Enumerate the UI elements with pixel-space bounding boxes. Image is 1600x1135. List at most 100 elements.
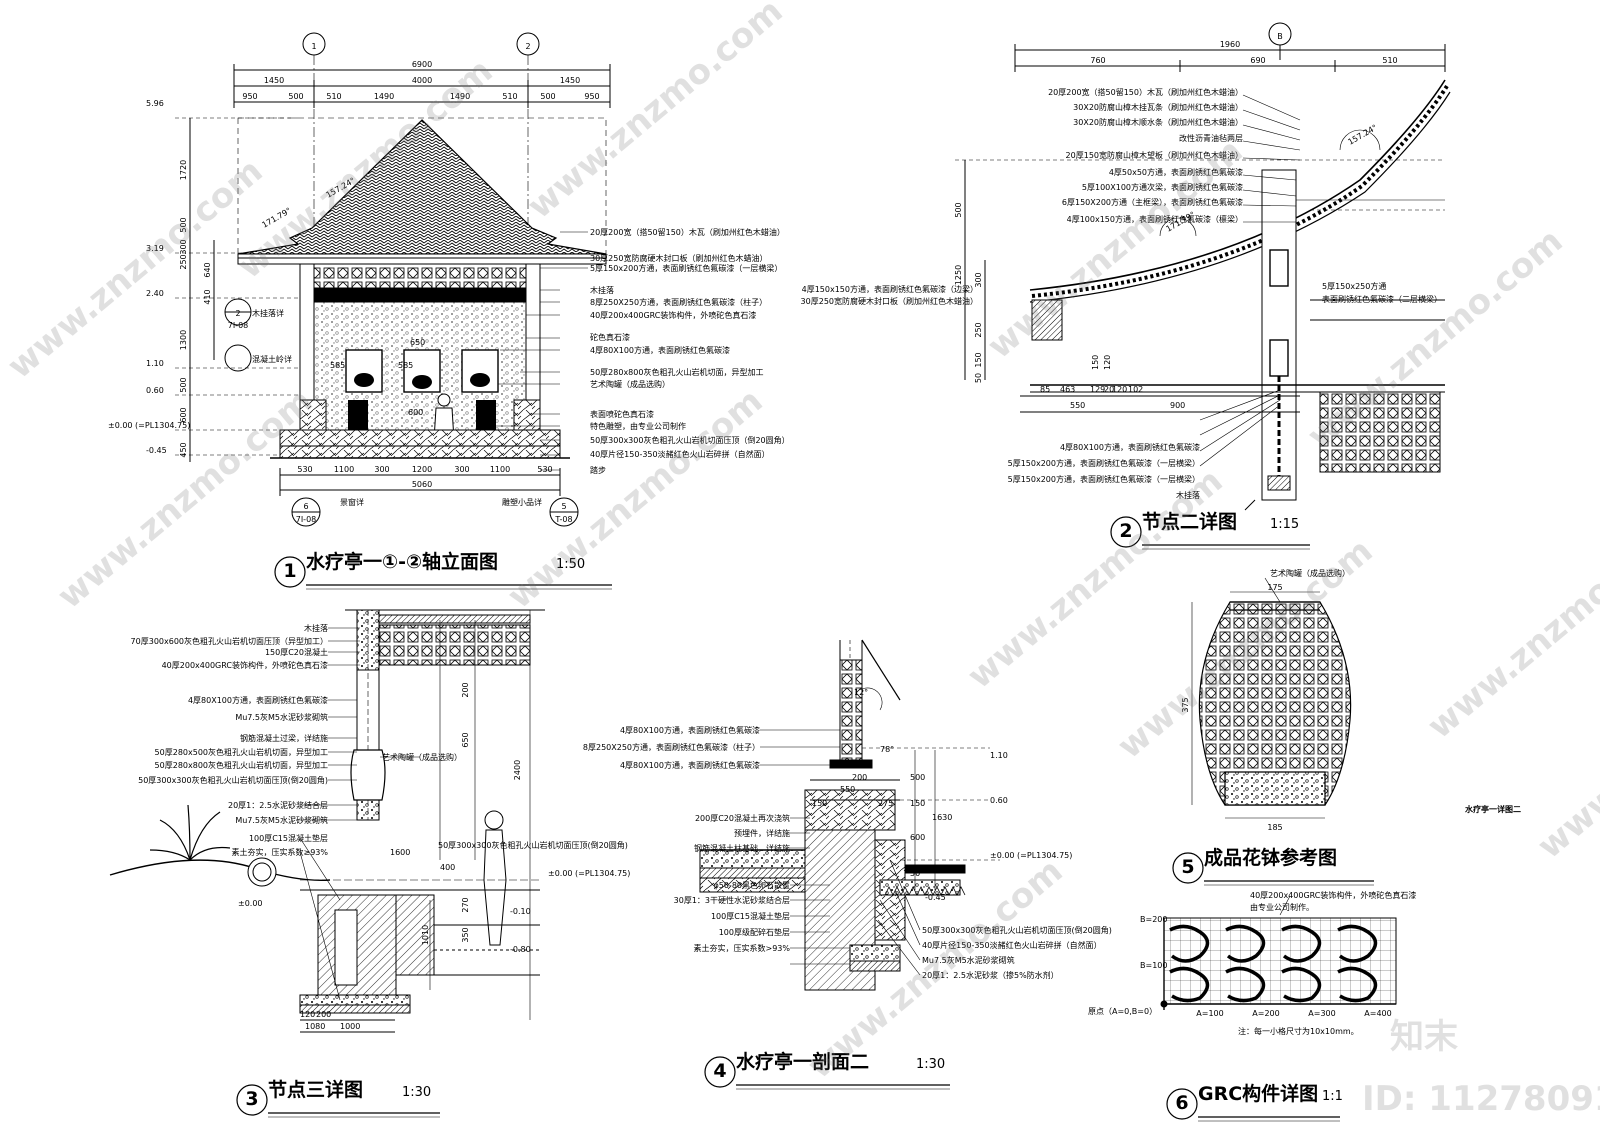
- level-marker: -0.45: [925, 893, 946, 902]
- grid-label: A=300: [1308, 1009, 1335, 1018]
- callout-label: 艺术陶罐（成品选购）: [382, 752, 462, 762]
- callout-label: 钢筋混凝土过梁，详结施: [240, 733, 328, 743]
- dimension-label: 400: [440, 863, 455, 872]
- grid-origin-label: 原点（A=0,B=0）: [1088, 1007, 1157, 1016]
- dimension-label: 760: [1090, 56, 1105, 65]
- dimension-label: 500: [910, 773, 925, 782]
- dimension-label: 585: [398, 361, 413, 370]
- callout-label: 30X20防腐山樟木挂瓦条（刷加州红色木蜡油）: [1073, 102, 1243, 112]
- callout-label: 4厚80X100方通，表面刷锈红色氟碳漆: [1060, 442, 1200, 452]
- callout-label: 景窗详: [340, 497, 364, 507]
- callout-label: 100厚C15混凝土垫层: [249, 833, 328, 843]
- drawing-title: GRC构件详图: [1198, 1082, 1318, 1105]
- dimension-label: 120: [300, 1010, 315, 1019]
- dimension-label: 150: [910, 799, 925, 808]
- dimension-label: 200: [852, 773, 867, 782]
- dimension-label: 500: [540, 92, 555, 101]
- dimension-label: 150: [974, 352, 983, 367]
- axis-bubble-2: 2: [525, 42, 530, 51]
- dimension-label: 1490: [374, 92, 394, 101]
- callout-label: 30厚1：3干硬性水泥砂浆结合层: [674, 895, 790, 905]
- callout-label: 6厚150X200方通（主框梁），表面刷锈红色氟碳漆: [1062, 197, 1243, 207]
- callout-label: 50厚300x300灰色粗孔火山岩机切面压顶(倒20圆角): [922, 925, 1112, 935]
- callout-label: 100厚C15混凝土垫层: [711, 911, 790, 921]
- dimension-label: 1450: [264, 76, 284, 85]
- dimension-label: 463: [1060, 385, 1075, 394]
- callout-label: 特色雕塑，由专业公司制作: [590, 421, 686, 431]
- callout-label: 木挂落: [590, 285, 614, 295]
- dimension-label: 1490: [450, 92, 470, 101]
- callout-label: φ50-80黑色卵石散置: [713, 880, 790, 890]
- dimension-label: 350: [461, 927, 470, 942]
- dimension-label: 4000: [412, 76, 432, 85]
- dimension-label: 20: [1104, 385, 1114, 394]
- callout-label: 钢筋混凝土柱基础，详结施: [694, 843, 790, 853]
- drawing-scale: 1:15: [1270, 517, 1299, 532]
- title-number: 4: [713, 1060, 726, 1082]
- callout-label: 150厚C20混凝土: [265, 647, 328, 657]
- drawing-title: 水疗亭一①-②轴立面图: [306, 550, 498, 573]
- dimension-label: 1300: [179, 330, 188, 350]
- callout-label: 20厚200宽（搭50留150）木瓦（刷加州红色木蜡油）: [1048, 87, 1243, 97]
- dimension-label: 50: [974, 373, 983, 383]
- dimension-label: 1720: [179, 160, 188, 180]
- detail-bubble: T-08: [554, 515, 572, 524]
- callout-label: 20厚1：2.5水泥砂浆结合层: [228, 800, 328, 810]
- watermark-text: www.znzmo.com: [1420, 511, 1600, 747]
- title-number: 3: [245, 1088, 258, 1110]
- dimension-label: 500: [288, 92, 303, 101]
- drawing-title: 节点二详图: [1142, 510, 1237, 533]
- level-marker: ±0.00 (=PL1304.75): [990, 851, 1072, 860]
- dimension-label: 250: [974, 322, 983, 337]
- callout-label: Mu7.5灰M5水泥砂浆砌筑: [922, 955, 1015, 965]
- dimension-label: 950: [242, 92, 257, 101]
- dimension-label: 375: [1181, 697, 1190, 712]
- callout-label: Mu7.5灰M5水泥砂浆砌筑: [235, 815, 328, 825]
- note-label: 注：每一小格尺寸为10x10mm。: [1238, 1026, 1359, 1036]
- dimension-label: 900: [1170, 401, 1185, 410]
- dimension-label: 1250: [954, 265, 963, 285]
- callout-label: 50厚280x800灰色粗孔火山岩机切面，异型加工: [590, 367, 763, 377]
- dimension-label: 690: [1250, 56, 1265, 65]
- callout-label: 8厚250X250方通，表面刷锈红色氟碳漆（柱子）: [590, 297, 767, 307]
- dimension-label: 650: [461, 732, 470, 747]
- callout-label: 30X20防腐山樟木顺水条（刷加州红色木蜡油）: [1073, 117, 1243, 127]
- callout-label: Mu7.5灰M5水泥砂浆砌筑: [235, 712, 328, 722]
- level-marker: -0.80: [510, 945, 531, 954]
- watermark-text: www.znzmo.com: [0, 151, 270, 387]
- dimension-label: 150: [812, 799, 827, 808]
- dimension-label: 1010: [421, 925, 430, 945]
- callout-label: 5厚150x250方通: [1322, 281, 1386, 291]
- title-number: 5: [1181, 856, 1194, 878]
- grid-label: A=100: [1196, 1009, 1223, 1018]
- dimension-label: 120: [1112, 385, 1127, 394]
- dimension-label: 585: [330, 361, 345, 370]
- dimension-label: 1000: [340, 1022, 360, 1031]
- callout-label: 50厚280x800灰色粗孔火山岩机切面，异型加工: [155, 760, 328, 770]
- dimension-label: 78°: [880, 745, 894, 754]
- grc-component-drawing: [1160, 895, 1397, 1010]
- callout-label: 100厚级配碎石垫层: [719, 927, 790, 937]
- callout-label: 改性沥青油毡两层: [1179, 133, 1243, 143]
- watermark-logo: 知末: [1390, 1017, 1458, 1057]
- level-marker: -0.45: [146, 446, 167, 455]
- axis-bubble-b: B: [1277, 32, 1283, 41]
- watermark-text: www.znzmo.com: [520, 0, 790, 227]
- callout-label: 艺术陶罐（成品选购）: [590, 379, 670, 389]
- callout-label: 8厚250X250方通，表面刷锈红色氟碳漆（柱子）: [583, 742, 760, 752]
- dimension-label: 950: [584, 92, 599, 101]
- dimension-label: 2400: [513, 760, 522, 780]
- flower-pot-drawing: [1191, 577, 1352, 819]
- dimension-label: 650: [410, 338, 425, 347]
- drawing-scale: 1:30: [916, 1057, 945, 1072]
- level-marker: -0.10: [510, 907, 531, 916]
- grid-label: A=400: [1364, 1009, 1391, 1018]
- level-marker: 3.19: [146, 244, 164, 253]
- drawing-scale: 1:30: [402, 1085, 431, 1100]
- dimension-label: 300: [974, 272, 983, 287]
- dimension-label: 450: [179, 442, 188, 457]
- callout-label: 40厚片径150-350淡赭红色火山岩碎拼（自然面）: [922, 940, 1102, 950]
- callout-label: 4厚100x150方通，表面刷锈红色氟碳漆（檩梁）: [1067, 214, 1243, 224]
- dimension-label: 200: [316, 1010, 331, 1019]
- level-marker: ±0.00: [238, 899, 263, 908]
